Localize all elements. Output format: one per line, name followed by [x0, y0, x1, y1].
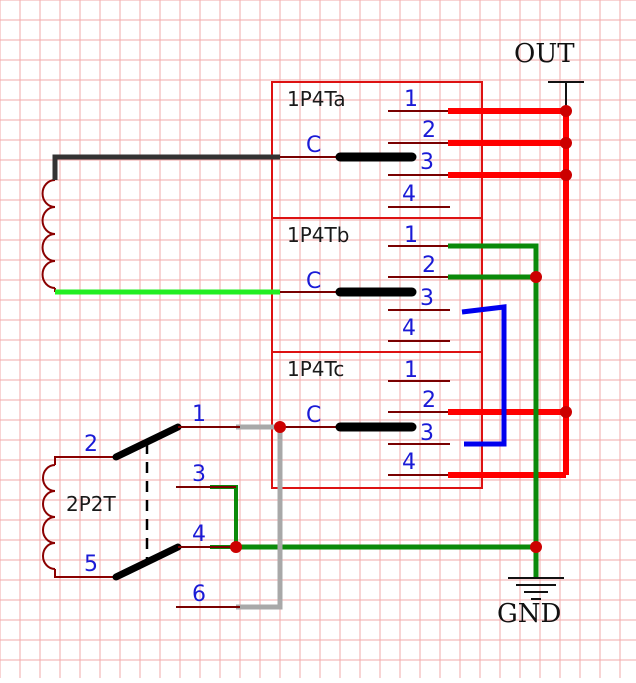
switch-2p2t-pin-4: 4	[192, 522, 206, 547]
coil-2p2t-left-lead-upper	[54, 456, 116, 465]
switch-1p4tc-pin-1: 1	[404, 358, 418, 383]
switch-1p4ta-pin-2: 2	[422, 118, 436, 143]
junction-out-c2	[560, 406, 572, 418]
wire-dark-coil-to-1p4ta	[52, 154, 280, 180]
junction-gnd-bus	[530, 541, 542, 553]
junction-out-a2	[560, 137, 572, 149]
junction-out-a1	[560, 105, 572, 117]
wire-green-b1-to-gnd	[448, 243, 539, 578]
switch-2p2t-pin-3: 3	[192, 462, 206, 487]
junction-2p2t-4	[230, 541, 242, 553]
switch-2p2t-pin-2: 2	[84, 432, 98, 457]
switch-1p4tb-common-label: C	[306, 269, 321, 294]
switch-2p2t: 2P2T 1 2 3 4 5 6	[42, 402, 240, 608]
switch-1p4tb: 1P4Tb C 1 2 3 4	[271, 217, 483, 353]
switch-1p4tb-label: 1P4Tb	[287, 223, 349, 247]
switch-2p2t-pin-6: 6	[192, 582, 206, 607]
switch-1p4tb-pin-2: 2	[422, 253, 436, 278]
switch-1p4ta-label: 1P4Ta	[287, 87, 346, 111]
switch-2p2t-pin-1: 1	[192, 402, 206, 427]
coil-top-windings	[41, 179, 56, 289]
switch-1p4tb-pin-1: 1	[404, 223, 418, 248]
switch-1p4ta-pin-1: 1	[404, 87, 418, 112]
switch-1p4tc-body	[271, 351, 483, 489]
wire-gray-2p2t-to-1p4tc	[236, 424, 283, 610]
switch-1p4tb-pin-3: 3	[420, 286, 434, 311]
switch-1p4tc: 1P4Tc C 1 2 3 4	[271, 351, 483, 489]
switch-1p4tc-common-label: C	[306, 403, 321, 428]
switch-1p4tc-label: 1P4Tc	[287, 357, 344, 381]
wire-green-2p2t-3-to-4	[210, 485, 238, 549]
switch-1p4ta: 1P4Ta C 1 2 3 4	[271, 81, 483, 219]
gnd-label: GND	[497, 599, 561, 629]
junction-gnd-b2	[530, 271, 542, 283]
switch-2p2t-pin-5: 5	[84, 552, 98, 577]
junction-out-a3	[560, 169, 572, 181]
coil-2p2t-left-lead-lower	[54, 569, 116, 578]
switch-2p2t-blade-upper	[112, 423, 182, 461]
out-port-label: OUT	[514, 39, 575, 69]
gnd-symbol: GND	[497, 577, 564, 629]
junction-1p4tc-common	[274, 421, 286, 433]
switch-1p4ta-pin-4: 4	[402, 182, 416, 207]
wire-blue-b3-to-c3	[461, 304, 507, 447]
switch-1p4ta-pin-3: 3	[420, 150, 434, 175]
switch-1p4ta-common-label: C	[306, 133, 321, 158]
coil-2p2t-windings	[42, 464, 56, 570]
switch-1p4tb-pin-4: 4	[402, 316, 416, 341]
switch-1p4tc-pin-3: 3	[420, 421, 434, 446]
switch-2p2t-label: 2P2T	[66, 492, 117, 516]
switch-1p4tc-pin-4: 4	[402, 450, 416, 475]
switch-1p4tc-pin-2: 2	[422, 388, 436, 413]
